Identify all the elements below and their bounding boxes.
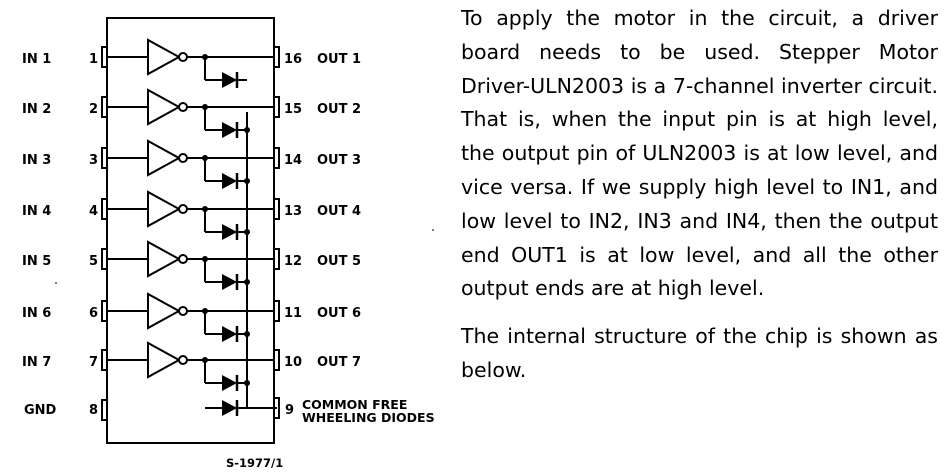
inverter-bubble-3 xyxy=(178,153,188,163)
input-pin-number-5: 5 xyxy=(89,254,98,269)
input-label-5: IN 5 xyxy=(22,254,51,269)
output-pin-number-2: 15 xyxy=(284,102,302,117)
output-pin-number-4: 13 xyxy=(284,204,302,219)
input-pin-number-1: 1 xyxy=(89,52,98,67)
inverter-bubble-6 xyxy=(178,306,188,316)
output-pin-stub-2 xyxy=(273,96,280,118)
bus-junction-7 xyxy=(244,380,250,386)
stray-dot-2 xyxy=(55,282,57,284)
description-paragraph-1: To apply the motor in the circuit, a dri… xyxy=(461,6,938,301)
inverter-gate-4 xyxy=(147,190,182,228)
freewheel-diode-1 xyxy=(222,72,237,88)
gnd-pin-stub xyxy=(101,399,108,421)
input-pin-number-4: 4 xyxy=(89,204,98,219)
common-label-line1: COMMON FREE xyxy=(302,397,407,412)
description-paragraph-2: The internal structure of the chip is sh… xyxy=(461,324,938,382)
freewheel-diode-6 xyxy=(222,326,237,342)
uln2003-pinout-diagram: GND 8 9 COMMON FREE WHEELING DIODES S-19… xyxy=(22,17,435,470)
output-label-2: OUT 2 xyxy=(317,102,361,117)
freewheel-diode-3 xyxy=(222,173,237,189)
input-pin-number-7: 7 xyxy=(89,355,98,370)
output-pin-number-1: 16 xyxy=(284,52,302,67)
output-pin-stub-4 xyxy=(273,198,280,220)
output-pin-stub-7 xyxy=(273,349,280,371)
common-pin-number: 9 xyxy=(285,403,294,418)
input-pin-number-6: 6 xyxy=(89,306,98,321)
output-label-4: OUT 4 xyxy=(317,204,361,219)
input-label-4: IN 4 xyxy=(22,204,51,219)
inverter-gate-1 xyxy=(147,38,182,76)
output-label-3: OUT 3 xyxy=(317,153,361,168)
input-pin-number-3: 3 xyxy=(89,153,98,168)
input-pin-stub-6 xyxy=(101,300,108,322)
freewheel-diode-7 xyxy=(222,375,237,391)
bus-junction-3 xyxy=(244,178,250,184)
input-pin-stub-5 xyxy=(101,248,108,270)
input-label-1: IN 1 xyxy=(22,52,51,67)
gnd-label: GND xyxy=(24,403,57,418)
output-label-7: OUT 7 xyxy=(317,355,361,370)
common-pin-stub xyxy=(273,397,280,419)
common-bottom-diode xyxy=(222,400,237,416)
input-label-6: IN 6 xyxy=(22,306,51,321)
freewheel-diode-2 xyxy=(222,122,237,138)
output-label-5: OUT 5 xyxy=(317,254,361,269)
description-text: To apply the motor in the circuit, a dri… xyxy=(461,2,938,388)
gnd-pin-number: 8 xyxy=(89,403,98,418)
input-pin-stub-3 xyxy=(101,147,108,169)
bus-junction-4 xyxy=(244,229,250,235)
freewheel-diode-5 xyxy=(222,274,237,290)
freewheel-diode-4 xyxy=(222,224,237,240)
output-pin-stub-5 xyxy=(273,248,280,270)
output-pin-stub-6 xyxy=(273,300,280,322)
input-pin-stub-4 xyxy=(101,198,108,220)
input-label-3: IN 3 xyxy=(22,153,51,168)
chip-outline xyxy=(106,17,275,444)
inverter-gate-2 xyxy=(147,88,182,126)
output-label-1: OUT 1 xyxy=(317,52,361,67)
inverter-bubble-1 xyxy=(178,52,188,62)
stray-dot-1 xyxy=(432,229,434,231)
output-label-6: OUT 6 xyxy=(317,306,361,321)
input-pin-stub-1 xyxy=(101,46,108,68)
inverter-gate-7 xyxy=(147,341,182,379)
input-label-2: IN 2 xyxy=(22,102,51,117)
input-pin-number-2: 2 xyxy=(89,102,98,117)
inverter-bubble-2 xyxy=(178,102,188,112)
inverter-gate-6 xyxy=(147,292,182,330)
inverter-bubble-5 xyxy=(178,254,188,264)
output-pin-number-7: 10 xyxy=(284,355,302,370)
inverter-bubble-4 xyxy=(178,204,188,214)
output-pin-number-6: 11 xyxy=(284,306,302,321)
inverter-bubble-7 xyxy=(178,355,188,365)
output-pin-number-3: 14 xyxy=(284,153,302,168)
output-pin-number-5: 12 xyxy=(284,254,302,269)
input-pin-stub-2 xyxy=(101,96,108,118)
figure-code: S-1977/1 xyxy=(226,456,283,470)
bus-junction-2 xyxy=(244,127,250,133)
input-label-7: IN 7 xyxy=(22,355,51,370)
bus-junction-5 xyxy=(244,279,250,285)
common-label-line2: WHEELING DIODES xyxy=(302,410,435,425)
output-pin-stub-3 xyxy=(273,147,280,169)
inverter-gate-3 xyxy=(147,139,182,177)
input-pin-stub-7 xyxy=(101,349,108,371)
output-pin-stub-1 xyxy=(273,46,280,68)
bus-junction-6 xyxy=(244,331,250,337)
inverter-gate-5 xyxy=(147,240,182,278)
